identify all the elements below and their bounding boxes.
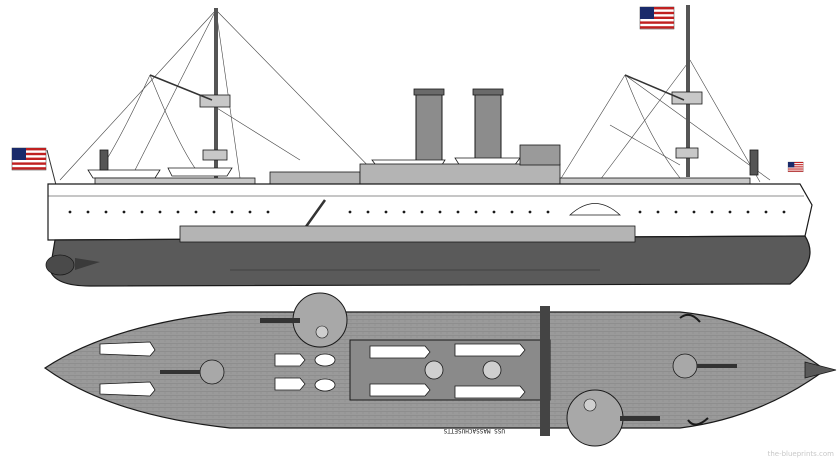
anchor-icon xyxy=(679,313,709,426)
flying-bridge xyxy=(540,306,550,436)
side-profile-view xyxy=(11,5,813,287)
foremast xyxy=(149,8,231,178)
turret-icon xyxy=(672,353,737,379)
top-plan-view: USS MASSACHUSETTS xyxy=(43,292,837,447)
armor-belt xyxy=(179,225,636,243)
propeller-icon xyxy=(45,254,75,276)
us-flag-icon xyxy=(11,147,47,171)
hull-name-stamp: USS MASSACHUSETTS xyxy=(443,427,505,434)
boat-derrick xyxy=(149,74,213,101)
lifeboat-icon xyxy=(369,345,431,359)
lifeboat-icon xyxy=(274,377,306,391)
lifeboat-icon xyxy=(454,385,526,399)
us-flag-icon xyxy=(639,6,675,30)
barbette-arch xyxy=(568,203,622,216)
portholes xyxy=(68,210,786,214)
lifeboat-icon xyxy=(167,167,233,177)
turret-icon xyxy=(566,389,660,447)
lifeboat-icon xyxy=(99,381,156,397)
funnel-icon xyxy=(472,88,504,165)
funnel-icon xyxy=(424,360,444,380)
turret-icon xyxy=(160,359,225,385)
lifeboat-icon xyxy=(99,341,156,357)
lifeboat-icon xyxy=(369,383,431,397)
lifeboat-icon xyxy=(87,169,161,179)
funnel-icon xyxy=(413,88,445,165)
funnel-icon xyxy=(482,360,502,380)
us-flag-icon xyxy=(787,161,804,173)
rigging xyxy=(59,9,771,183)
turret-icon xyxy=(260,292,348,348)
mainmast xyxy=(624,5,703,177)
lifeboat-icon xyxy=(454,343,526,357)
hull-below-waterline xyxy=(49,235,811,287)
lifeboat-icon xyxy=(274,353,306,367)
watermark: the-blueprints.com xyxy=(767,450,834,458)
